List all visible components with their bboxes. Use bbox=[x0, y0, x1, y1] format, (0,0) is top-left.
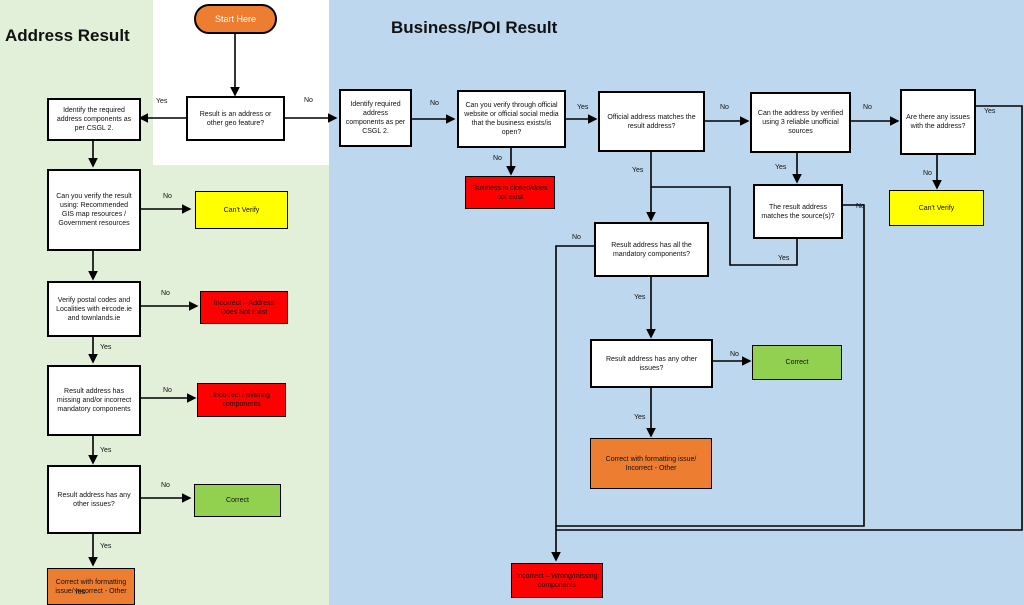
identify-business-components-box: Identify required address components as … bbox=[339, 89, 412, 147]
edge-label-yes: Yes bbox=[577, 104, 589, 111]
edge-label-no: No bbox=[720, 104, 729, 111]
verify-three-sources-decision: Can the address by verified using 3 reli… bbox=[750, 92, 851, 153]
address-other-issues-decision: Result address has any other issues? bbox=[47, 465, 141, 534]
mandatory-components-decision: Result address has all the mandatory com… bbox=[594, 222, 709, 277]
edge-label-no: No bbox=[856, 203, 865, 210]
correct-formatting-address-result: Correct with formatting issue/ Incorrect… bbox=[47, 568, 135, 605]
edge-label-no: No bbox=[163, 387, 172, 394]
edge-label-no: No bbox=[923, 170, 932, 177]
matches-sources-decision: The result address matches the source(s)… bbox=[753, 184, 843, 239]
correct-address-result: Correct bbox=[194, 484, 281, 517]
edge-label-no: No bbox=[161, 290, 170, 297]
edge-label-no: No bbox=[572, 234, 581, 241]
missing-incorrect-components-decision: Result address has missing and/or incorr… bbox=[47, 365, 141, 436]
business-other-issues-decision: Result address has any other issues? bbox=[590, 339, 713, 388]
edge-label-no: No bbox=[304, 97, 313, 104]
address-result-title: Address Result bbox=[5, 26, 130, 45]
is-address-decision: Result is an address or other geo featur… bbox=[186, 96, 285, 141]
verify-official-website-decision: Can you verify through official website … bbox=[457, 90, 566, 148]
any-issues-decision: Are there any issues with the address? bbox=[900, 89, 976, 155]
incorrect-missing-components-result: Incorrect / missing components bbox=[197, 383, 286, 417]
cant-verify-address-result: Can't Verify bbox=[195, 191, 288, 229]
edge-label-yes: Yes bbox=[984, 108, 996, 115]
edge-label-yes: Yes bbox=[634, 294, 646, 301]
edge-label-yes: Yes bbox=[156, 98, 168, 105]
edge-label-no: No bbox=[863, 104, 872, 111]
business-result-title: Business/POI Result bbox=[391, 18, 558, 37]
edge-label-yes: Yes bbox=[100, 543, 112, 550]
official-address-matches-decision: Official address matches the result addr… bbox=[598, 91, 705, 152]
verify-postal-codes-box: Verify postal codes and Localities with … bbox=[47, 281, 141, 337]
edge-label-yes: Yes bbox=[74, 589, 86, 596]
correct-business-result: Correct bbox=[752, 345, 842, 380]
verify-gis-resources-decision: Can you verify the result using: Recomme… bbox=[47, 169, 141, 251]
start-here-terminal: Start Here bbox=[194, 4, 277, 34]
edge-label-yes: Yes bbox=[775, 164, 787, 171]
edge-label-no: No bbox=[730, 351, 739, 358]
edge-label-no: No bbox=[161, 482, 170, 489]
edge-label-yes: Yes bbox=[634, 414, 646, 421]
edge-label-no: No bbox=[430, 100, 439, 107]
incorrect-address-not-exist-result: Incorrect – Address Does Not Exist bbox=[200, 291, 288, 324]
edge-label-yes: Yes bbox=[100, 447, 112, 454]
business-closed-result: Business is closed/does not exist bbox=[465, 176, 555, 209]
incorrect-wrong-missing-result: Incorrect – Wrong/missing components bbox=[511, 563, 603, 598]
edge-label-yes: Yes bbox=[778, 255, 790, 262]
edge-label-no: No bbox=[163, 193, 172, 200]
correct-formatting-business-result: Correct with formatting issue/ Incorrect… bbox=[590, 438, 712, 489]
edge-label-yes: Yes bbox=[100, 344, 112, 351]
identify-address-components-box: Identify the required address components… bbox=[47, 98, 141, 141]
edge-label-yes: Yes bbox=[632, 167, 644, 174]
cant-verify-business-result: Can't Verify bbox=[889, 190, 984, 226]
edge-label-no: No bbox=[493, 155, 502, 162]
